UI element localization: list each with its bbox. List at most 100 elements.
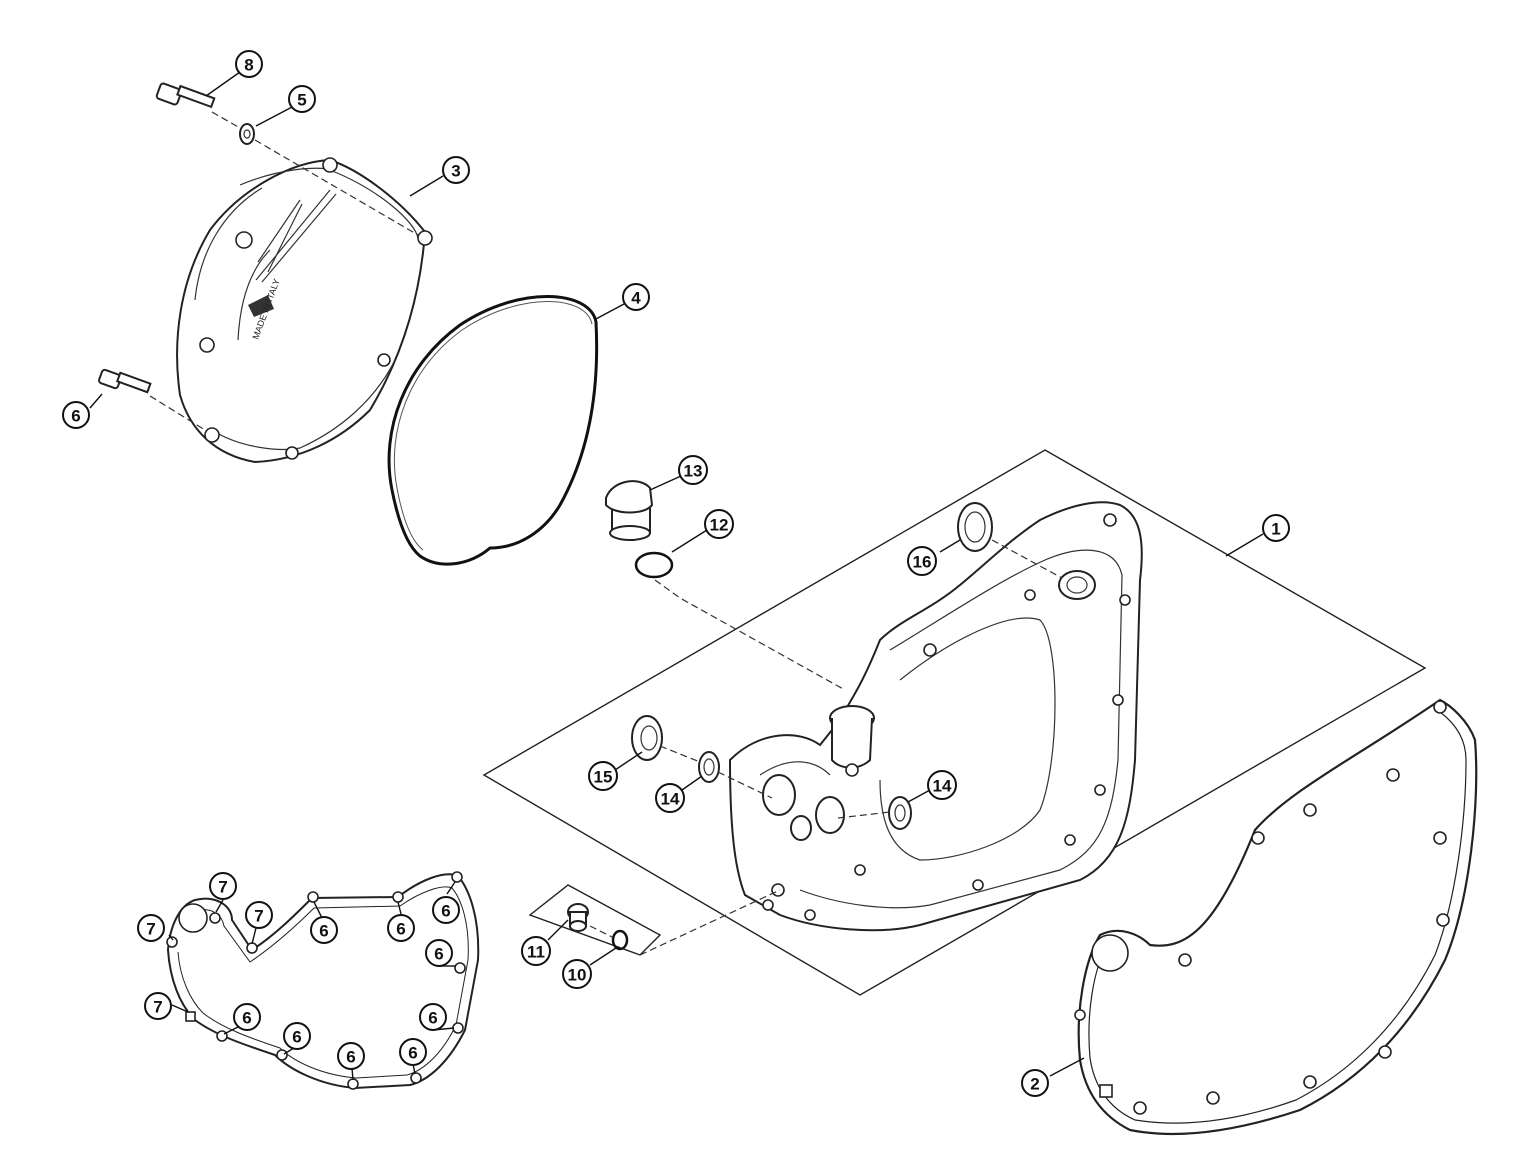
callout-label: 4 <box>631 289 641 308</box>
callout-g6a: 6 <box>310 916 338 944</box>
callout-label: 6 <box>408 1044 417 1063</box>
callout-g6i: 6 <box>399 1038 427 1066</box>
seal-14-right <box>888 796 912 830</box>
callout-g6h: 6 <box>337 1042 365 1070</box>
callout-circle <box>399 1038 427 1066</box>
callout-label: 14 <box>661 790 680 809</box>
callout-label: 6 <box>319 922 328 941</box>
callout-label: 6 <box>292 1028 301 1047</box>
clutch-cover: MADE IN ITALY <box>176 157 433 464</box>
callout-circle <box>678 455 708 485</box>
callout-label: 6 <box>242 1009 251 1028</box>
callout-circle <box>907 546 937 576</box>
callout-g6c: 6 <box>432 896 460 924</box>
callout-circle <box>622 283 650 311</box>
callout-label: 2 <box>1030 1075 1039 1094</box>
callout-circle <box>432 896 460 924</box>
callout-g6e: 6 <box>419 1003 447 1031</box>
callout-circle <box>209 872 237 900</box>
clutch-cover-gasket <box>1074 698 1478 1136</box>
callout-circle <box>288 85 316 113</box>
callout-circle <box>245 901 273 929</box>
callout-g6b: 6 <box>387 914 415 942</box>
callout-label: 5 <box>297 91 306 110</box>
callout-label: 7 <box>153 998 162 1017</box>
callout-c15: 15 <box>588 761 618 791</box>
callout-label: 12 <box>710 516 729 535</box>
callout-label: 6 <box>441 902 450 921</box>
bolt-6 <box>98 368 152 394</box>
cover-oring <box>387 295 599 566</box>
callout-circle <box>137 914 165 942</box>
callout-circle <box>1021 1069 1049 1097</box>
callout-circle <box>588 761 618 791</box>
crankcase-gasket-left <box>166 871 480 1090</box>
filler-plug-oring <box>634 551 674 579</box>
callout-c1: 1 <box>1262 514 1290 542</box>
callout-c14a: 14 <box>655 783 685 813</box>
callout-label: 15 <box>594 768 613 787</box>
callout-circle <box>62 401 90 429</box>
callout-g6d: 6 <box>425 939 453 967</box>
callout-circle <box>442 156 470 184</box>
callout-g7b: 7 <box>137 914 165 942</box>
callout-label: 7 <box>146 920 155 939</box>
callout-circle <box>387 914 415 942</box>
callout-label: 14 <box>933 777 952 796</box>
callout-label: 13 <box>684 462 703 481</box>
callout-g7d: 7 <box>144 992 172 1020</box>
callout-label: 7 <box>254 907 263 926</box>
callout-label: 10 <box>568 966 587 985</box>
callout-label: 1 <box>1271 520 1280 539</box>
oil-seal-16 <box>957 502 993 552</box>
callout-label: 7 <box>218 878 227 897</box>
callout-c3: 3 <box>442 156 470 184</box>
callout-circle <box>1262 514 1290 542</box>
washer-5 <box>239 123 255 145</box>
callout-label: 6 <box>396 920 405 939</box>
callout-label: 6 <box>71 407 80 426</box>
callout-c8: 8 <box>235 50 263 78</box>
callout-circle <box>927 770 957 800</box>
callout-circle <box>419 1003 447 1031</box>
callout-circle <box>521 936 551 966</box>
callout-g6g: 6 <box>283 1022 311 1050</box>
callout-label: 8 <box>244 56 253 75</box>
callout-c5: 5 <box>288 85 316 113</box>
callout-circle <box>233 1003 261 1031</box>
bolt-8 <box>155 82 216 109</box>
callout-circle <box>655 783 685 813</box>
callout-circle <box>337 1042 365 1070</box>
callout-c2: 2 <box>1021 1069 1049 1097</box>
callout-circle <box>283 1022 311 1050</box>
callout-c12: 12 <box>704 509 734 539</box>
callout-g7a: 7 <box>209 872 237 900</box>
callout-circle <box>704 509 734 539</box>
callout-label: 3 <box>451 162 460 181</box>
callout-circle <box>310 916 338 944</box>
callout-label: 16 <box>913 553 932 572</box>
callout-label: 11 <box>527 943 545 962</box>
callout-label: 6 <box>428 1009 437 1028</box>
drain-plug-11 <box>567 903 589 932</box>
callout-c16: 16 <box>907 546 937 576</box>
callout-g6f: 6 <box>233 1003 261 1031</box>
callout-circle <box>235 50 263 78</box>
callout-circle <box>425 939 453 967</box>
oil-seal-15 <box>631 715 663 761</box>
callout-c6a: 6 <box>62 401 90 429</box>
leader-lines <box>89 71 1264 1081</box>
callout-label: 6 <box>346 1048 355 1067</box>
callout-g7c: 7 <box>245 901 273 929</box>
callout-c4: 4 <box>622 283 650 311</box>
crankcase-half <box>728 501 1143 932</box>
callout-c10: 10 <box>562 959 592 989</box>
callout-c14b: 14 <box>927 770 957 800</box>
callout-circle <box>144 992 172 1020</box>
callout-c13: 13 <box>678 455 708 485</box>
callout-circle <box>562 959 592 989</box>
crankcase-kit-frame <box>482 449 1427 996</box>
drain-plug-washer-10 <box>611 929 629 951</box>
